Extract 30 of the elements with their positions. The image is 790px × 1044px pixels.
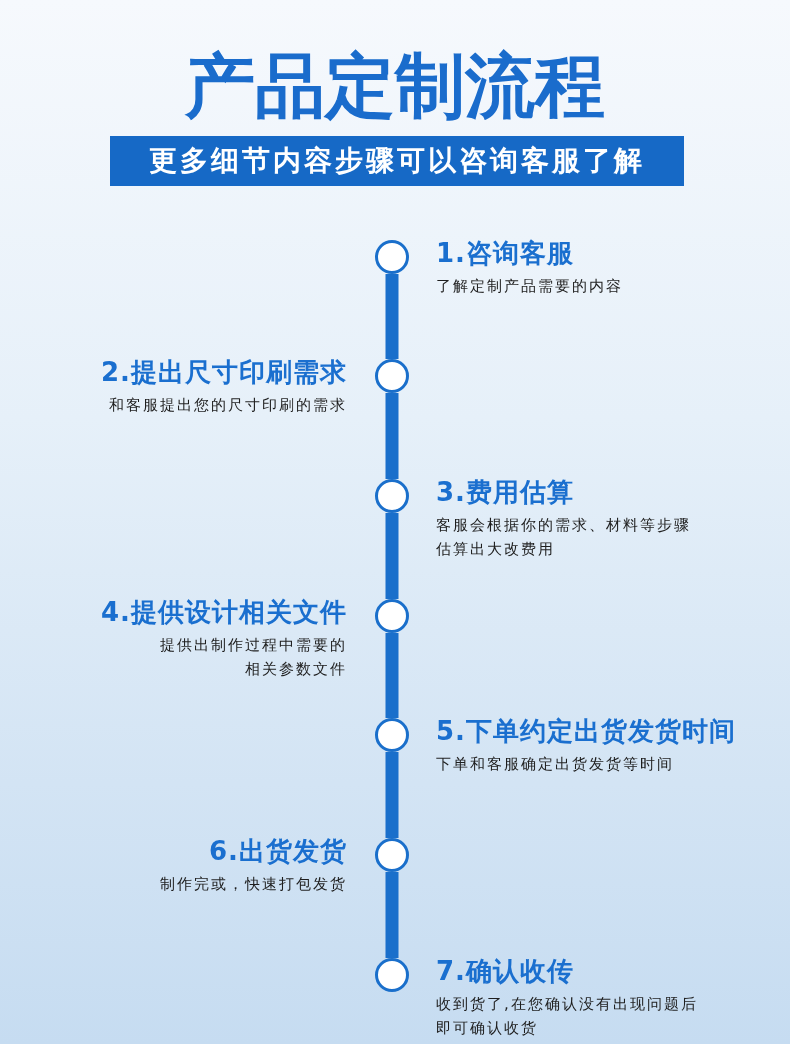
connector-line: [385, 274, 399, 359]
step-title: 3.费用估算: [436, 477, 575, 507]
subtitle-text: 更多细节内容步骤可以咨询客服了解: [149, 143, 645, 179]
step-description: 提供出制作过程中需要的相关参数文件: [159, 635, 347, 680]
step-description: 下单和客服确定出货发货等时间: [436, 754, 675, 775]
step-circle: [375, 958, 409, 992]
connector-line: [385, 633, 399, 718]
step-description: 了解定制产品需要的内容: [436, 276, 624, 297]
step-title: 7.确认收传: [436, 956, 575, 986]
step-title: 1.咨询客服: [436, 238, 575, 268]
step-circle: [375, 838, 409, 872]
step-description: 收到货了,在您确认没有出现问题后即可确认收货: [436, 994, 699, 1039]
step-circle: [375, 359, 409, 393]
step-circle: [375, 479, 409, 513]
step-circle: [375, 240, 409, 274]
step-circle: [375, 718, 409, 752]
step-description: 客服会根据你的需求、材料等步骤估算出大改费用: [436, 515, 692, 560]
step-description: 和客服提出您的尺寸印刷的需求: [108, 395, 347, 416]
step-circle: [375, 599, 409, 633]
connector-line: [385, 513, 399, 599]
step-description: 制作完或，快速打包发货: [159, 874, 347, 895]
connector-line: [385, 752, 399, 838]
connector-line: [385, 872, 399, 958]
step-title: 6.出货发货: [208, 836, 347, 866]
step-title: 2.提出尺寸印刷需求: [100, 357, 347, 387]
step-title: 4.提供设计相关文件: [101, 597, 347, 627]
connector-line: [385, 393, 399, 479]
page-title: 产品定制流程: [184, 44, 606, 128]
step-title: 5.下单约定出货发货时间: [436, 716, 736, 746]
subtitle-banner: [110, 136, 684, 186]
